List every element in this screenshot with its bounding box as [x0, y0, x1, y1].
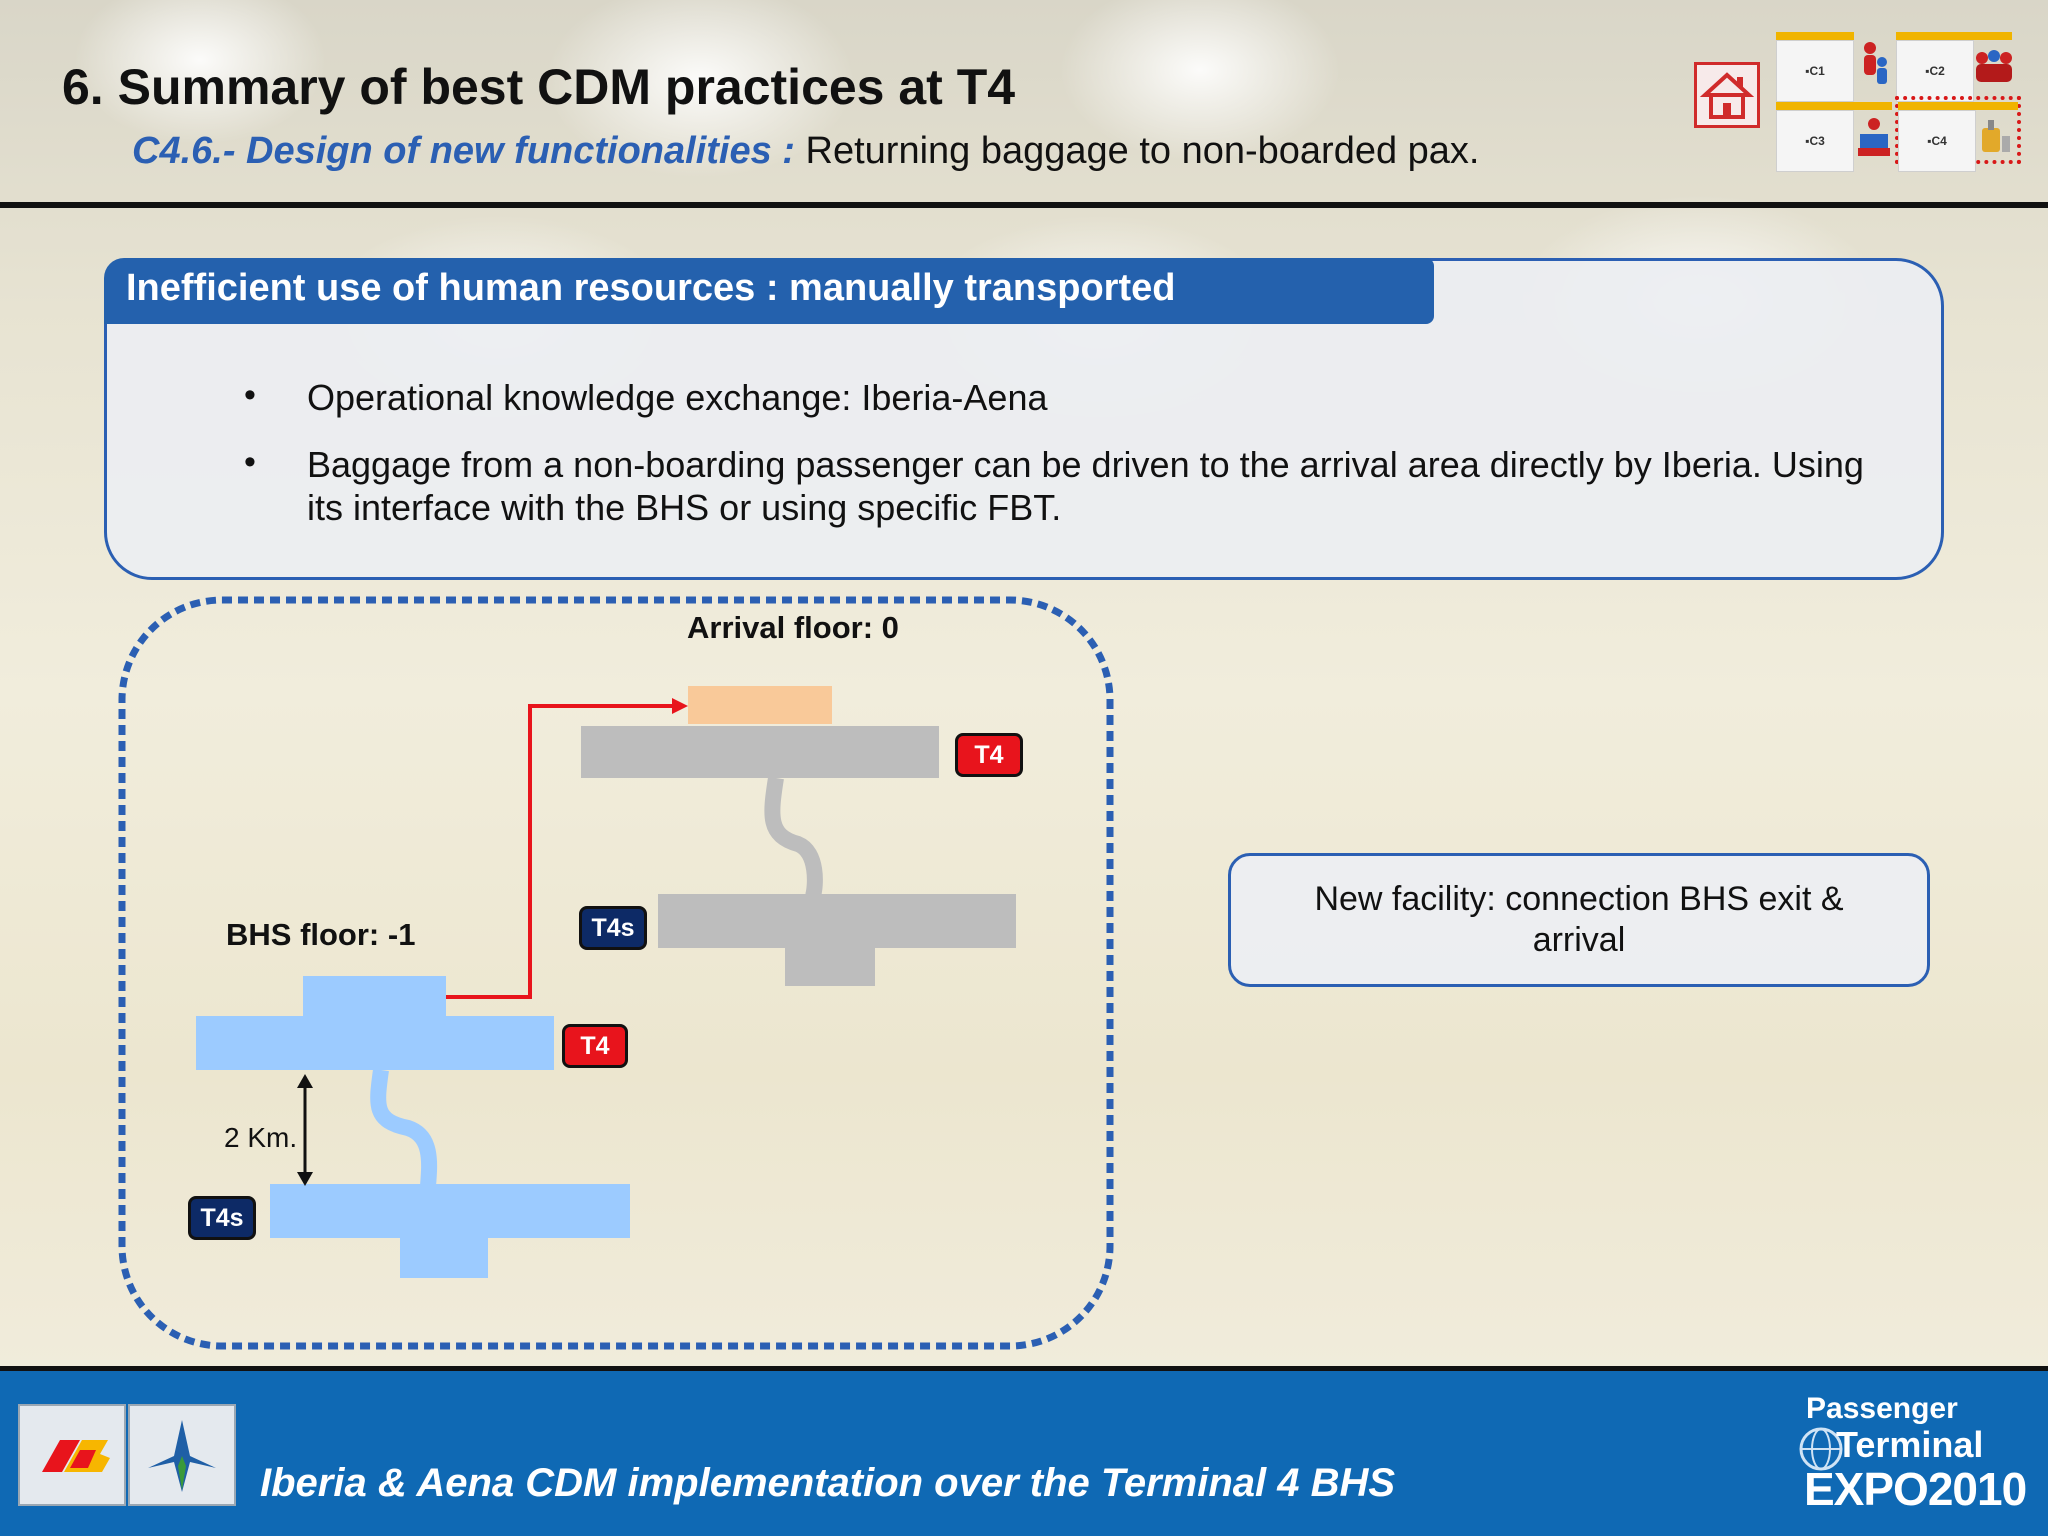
diagram-frame [118, 596, 1114, 1350]
new-facility-callout: New facility: connection BHS exit & arri… [1228, 853, 1930, 987]
badge-bhs-t4s: T4s [188, 1196, 256, 1240]
slide-title: 6. Summary of best CDM practices at T4 [62, 59, 1016, 115]
arrival-block-t4 [581, 726, 939, 778]
expo-logo-line3: EXPO2010 [1804, 1463, 2027, 1515]
header-divider [0, 202, 2048, 208]
thumb-c1[interactable]: ▪C1 [1776, 40, 1854, 102]
bhs-floor-label: BHS floor: -1 [226, 917, 416, 952]
arrival-block-t4s [658, 894, 1016, 948]
footer-caption: Iberia & Aena CDM implementation over th… [260, 1461, 1396, 1505]
thumb-c4[interactable]: ▪C4 [1898, 110, 1976, 172]
info-panel-header [104, 258, 1434, 324]
bullet-item-1: Operational knowledge exchange: Iberia-A… [307, 377, 1048, 418]
distance-label: 2 Km. [224, 1122, 298, 1153]
baggage-route-line [446, 704, 674, 999]
bhs-block-t4 [196, 1016, 554, 1070]
bhs-connector [370, 1068, 438, 1187]
footer-bar [0, 1371, 2048, 1536]
thumb-c2[interactable]: ▪C2 [1896, 40, 1974, 102]
bhs-diagram [118, 596, 1114, 1350]
home-button[interactable] [1694, 62, 1760, 128]
thumb-c2-strip [1896, 32, 2012, 40]
iberia-logo [18, 1404, 126, 1506]
subtitle-topic: Returning baggage to non-boarded pax. [794, 130, 1480, 172]
exchange-icon [1856, 116, 1892, 160]
passenger-terminal-expo-logo: Passenger Terminal EXPO2010 [1796, 1392, 2027, 1515]
globe-icon [1799, 1427, 1843, 1471]
bhs-block-t4s-stem [400, 1236, 488, 1278]
arrival-block-t4s-stem [785, 946, 875, 986]
bullet-marker: • [244, 376, 256, 414]
badge-bhs-t4: T4 [562, 1024, 628, 1068]
badge-arrival-t4s: T4s [579, 906, 647, 950]
distance-arrow-bottom [297, 1172, 313, 1186]
thumb-c3[interactable]: ▪C3 [1776, 110, 1854, 172]
baggage-icon [1978, 114, 2012, 158]
expo-logo-line2: Terminal [1836, 1424, 1984, 1465]
bullet-item-2: Baggage from a non-boarding passenger ca… [307, 444, 1864, 528]
bhs-block-t4s [270, 1184, 630, 1238]
people-icon [1858, 40, 1892, 86]
baggage-route-arrowhead [672, 698, 688, 714]
slide-subtitle: C4.6.- Design of new functionalities : R… [132, 130, 1480, 173]
badge-arrival-t4: T4 [955, 733, 1023, 777]
home-icon [1699, 72, 1755, 119]
bullet-marker: • [244, 443, 256, 481]
group-icon [1974, 48, 2014, 84]
expo-logo-line1: Passenger [1806, 1392, 1958, 1425]
arrival-connector [764, 776, 823, 899]
footer-divider [0, 1366, 2048, 1371]
bhs-top-block [303, 976, 446, 1018]
distance-arrow-top [297, 1074, 313, 1088]
thumb-c3-strip [1776, 102, 1892, 110]
aena-logo [128, 1404, 236, 1506]
thumb-c4-strip [1898, 102, 2018, 110]
info-panel-heading: Inefficient use of human resources : man… [126, 267, 1176, 309]
arrival-highlight [688, 686, 832, 724]
thumb-c1-strip [1776, 32, 1854, 40]
arrival-floor-label: Arrival floor: 0 [687, 610, 899, 645]
subtitle-section: C4.6.- Design of new functionalities : [132, 130, 795, 172]
